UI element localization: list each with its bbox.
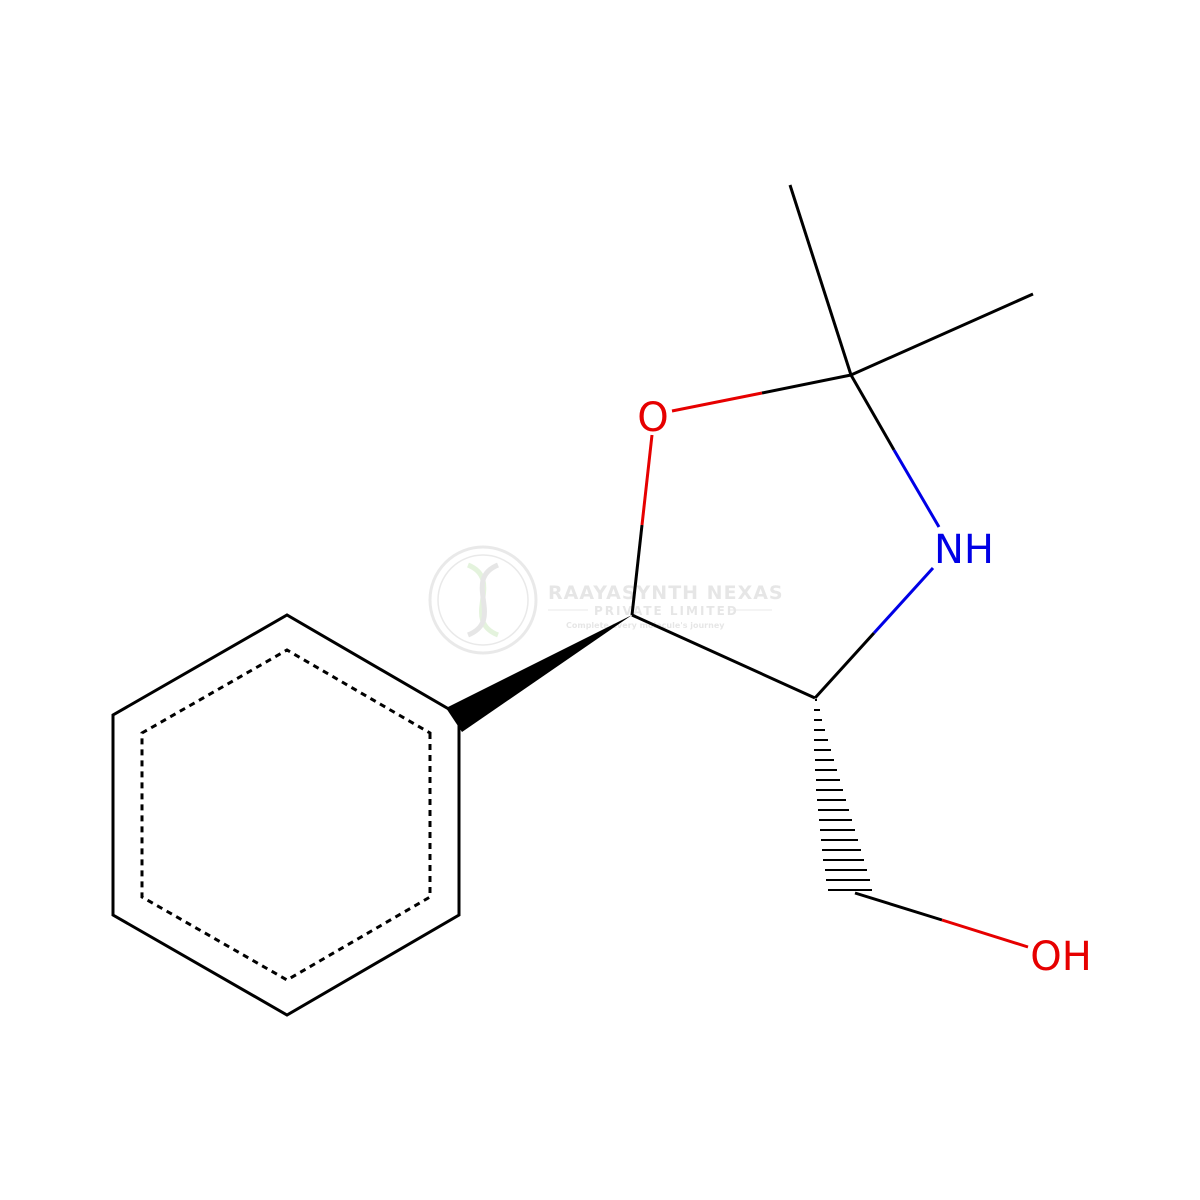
watermark-tagline: Complete every molecule's journey <box>566 621 725 630</box>
atom-label-ring-oxygen: O <box>637 395 668 441</box>
bond-c2-n-black <box>849 374 896 451</box>
wedge-bond-c5-phenyl <box>446 615 632 732</box>
phenyl-ring-aromatic-inner <box>140 648 432 982</box>
hashed-bond-c4-ch2 <box>814 699 872 891</box>
bond-c2-methyl-2 <box>850 292 1034 377</box>
watermark-helix-strand <box>466 562 500 638</box>
atom-label-hydroxyl: OH <box>1030 934 1092 980</box>
bond-c5-o-black <box>630 524 644 616</box>
bond-c2-methyl-1 <box>788 184 853 376</box>
bond-o-c2-black <box>761 373 852 395</box>
bond-n-c4-blue <box>872 566 935 635</box>
watermark-logo-inner-ring <box>437 554 529 646</box>
bond-c5-o-red <box>640 434 654 526</box>
bond-c5-c4 <box>631 613 816 700</box>
bond-ch2-o-black <box>854 891 943 922</box>
bond-ch2-o-red <box>941 918 1029 949</box>
bond-n-c4-black <box>813 631 876 700</box>
single-bonds <box>630 184 1034 949</box>
phenyl-ring-outer <box>111 613 461 1017</box>
watermark-subtitle: PRIVATE LIMITED <box>594 604 739 618</box>
bond-c2-n-blue <box>892 449 941 528</box>
bond-o-c2-red <box>671 391 763 413</box>
phenyl-ring <box>111 613 461 1017</box>
watermark-company: RAAYASYNTH NEXAS <box>548 582 784 604</box>
watermark-helix-strand <box>466 562 500 638</box>
watermark-logo-ring <box>428 545 538 655</box>
watermark: RAAYASYNTH NEXAS PRIVATE LIMITED Complet… <box>428 545 784 655</box>
atom-label-ring-nitrogen: NH <box>934 527 994 573</box>
